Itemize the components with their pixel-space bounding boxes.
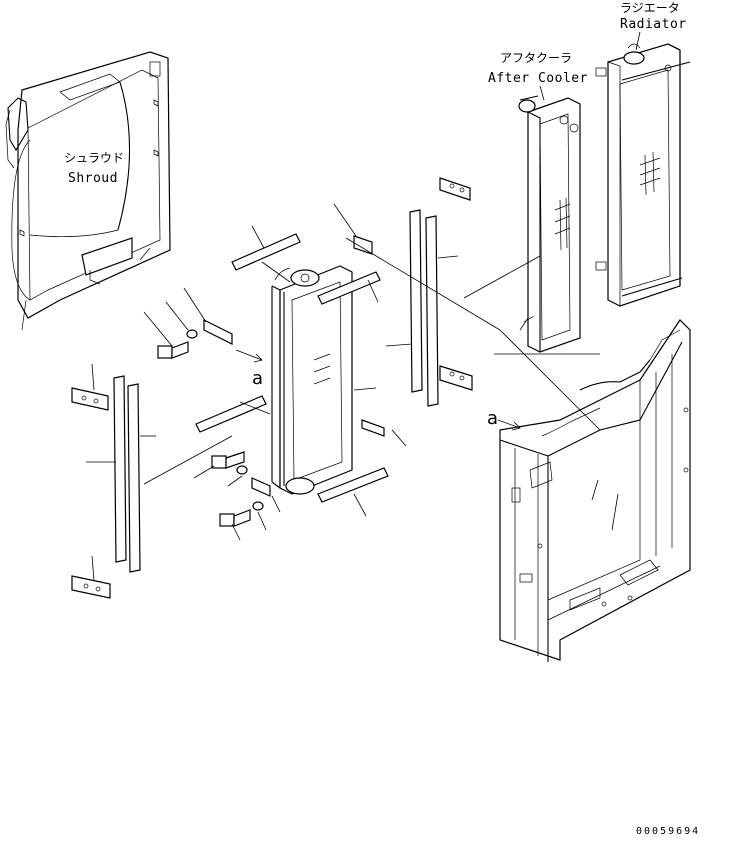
aftercooler-part <box>518 95 581 353</box>
radiator-label-en: Radiator <box>620 17 687 32</box>
assembly-lines <box>86 203 619 581</box>
radiator-part <box>595 43 691 307</box>
aftercooler-label-jp: アフタクーラ <box>500 51 572 65</box>
bracket-icon <box>71 177 473 599</box>
radiator-label-jp: ラジエータ <box>620 1 680 15</box>
shroud-label-en: Shroud <box>68 171 118 186</box>
shroud-part <box>5 51 171 331</box>
document-number: 00059694 <box>636 826 700 837</box>
shroud-label-jp: シュラウド <box>64 151 124 165</box>
view-a-callout-left: a <box>252 368 263 389</box>
aftercooler-label-en: After Cooler <box>488 71 588 86</box>
center-core-part <box>271 265 353 495</box>
view-a-callout-right: a <box>487 408 498 429</box>
